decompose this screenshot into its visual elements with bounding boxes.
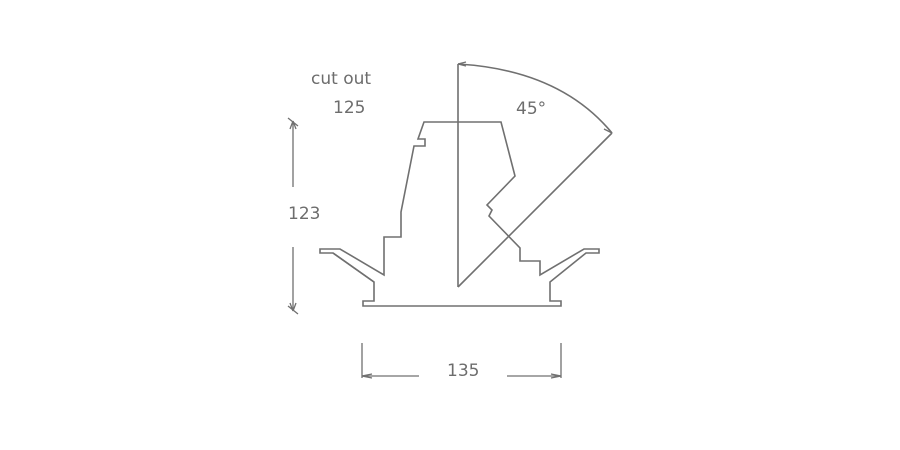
cutout-label: cut out xyxy=(311,69,372,89)
height-dim-tick-top xyxy=(287,117,299,130)
cutout-value: 125 xyxy=(333,98,366,118)
angle-arc xyxy=(457,63,613,134)
width-dimension-value: 135 xyxy=(447,361,480,381)
fixture-outline xyxy=(319,121,600,307)
width-dim-arrow-left xyxy=(361,373,373,379)
width-dim-arrow-right xyxy=(550,373,562,379)
tilt-angle-label: 45° xyxy=(516,99,547,119)
height-dim-tick-bottom xyxy=(287,302,299,315)
left-flange-inner xyxy=(332,252,375,283)
tilted-axis-line xyxy=(457,132,613,288)
height-dimension-value: 123 xyxy=(288,204,321,224)
arc-arrow-end xyxy=(603,125,613,134)
arc-arrow-start xyxy=(457,61,467,67)
